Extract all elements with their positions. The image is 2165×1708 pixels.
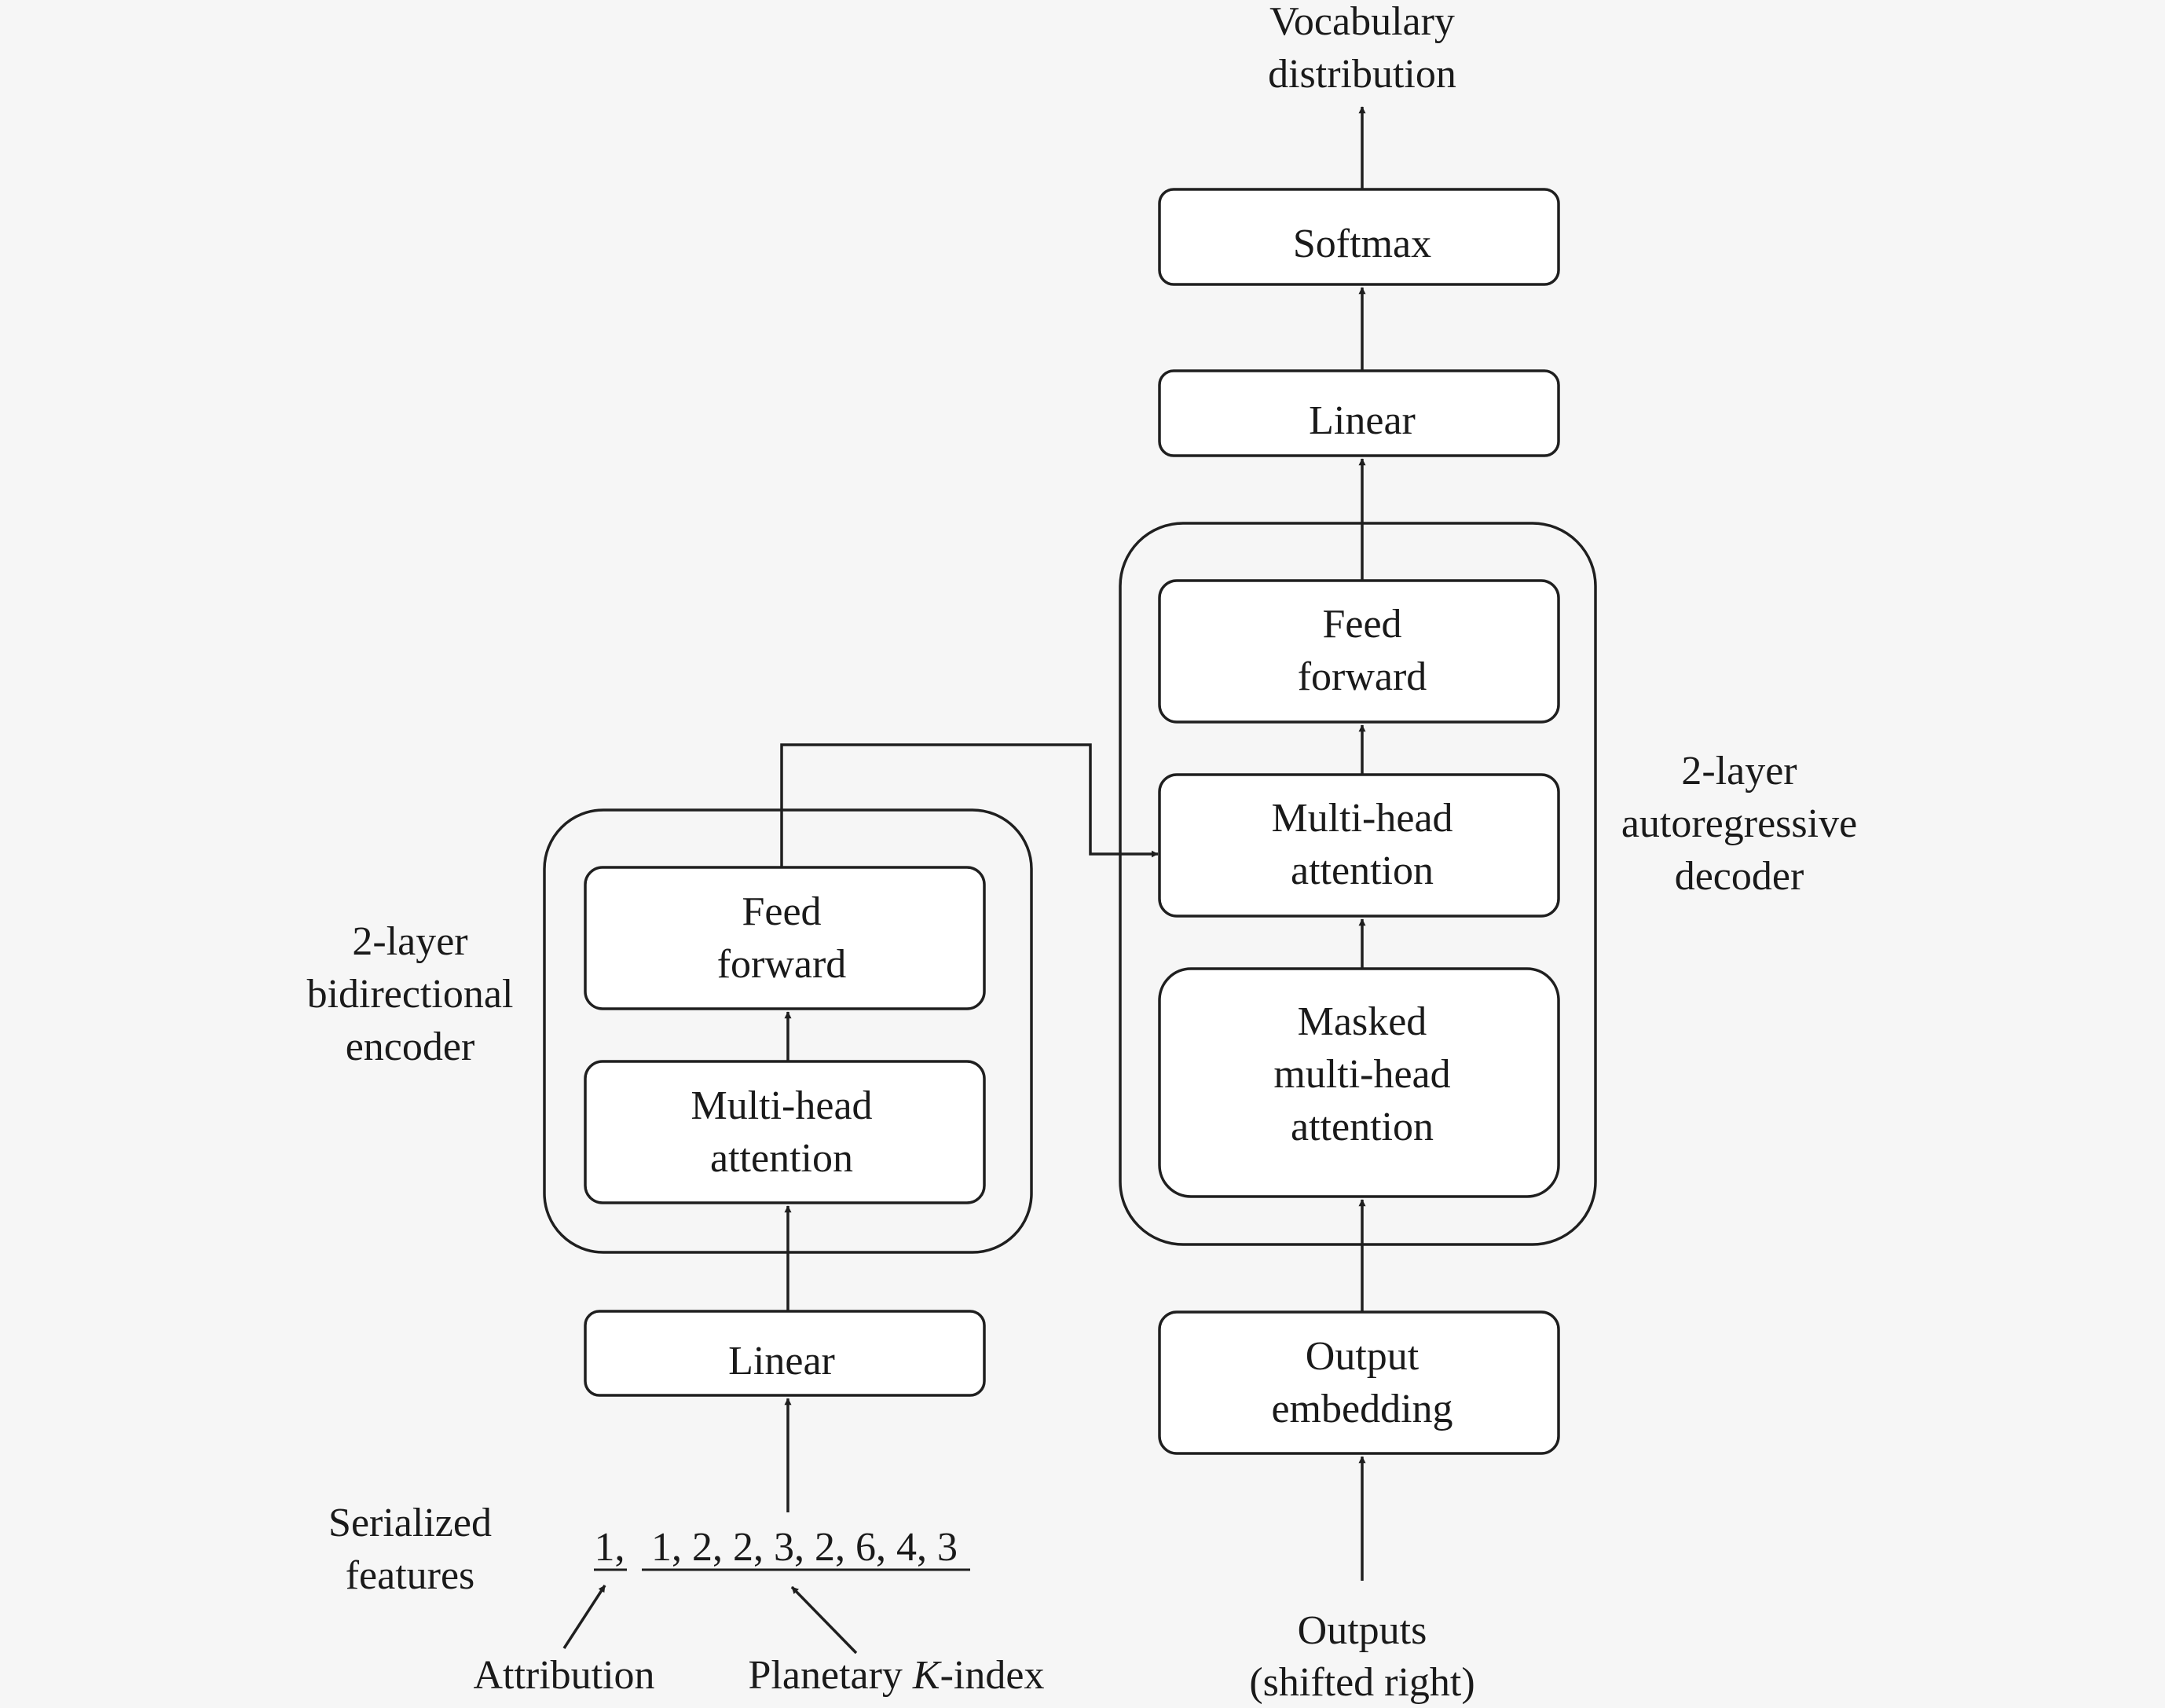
arrow-encoder-to-decoder-attention — [780, 743, 1159, 867]
kindex-values: 1, 2, 2, 3, 2, 6, 4, 3 — [651, 1525, 958, 1570]
decoder-masked-line1: Masked — [1298, 999, 1427, 1044]
encoder-label-line3: encoder — [346, 1024, 475, 1069]
decoder-linear-box — [1158, 369, 1560, 457]
decoder-multi-head-attention-box — [1158, 773, 1560, 918]
encoder-feed-forward-box — [584, 866, 986, 1010]
encoder-ff-line1: Feed — [742, 889, 821, 934]
decoder-output-emb-line1: Output — [1306, 1334, 1420, 1379]
kindex-label: Planetary K-index — [749, 1653, 1045, 1698]
decoder-feed-forward-box — [1158, 579, 1560, 724]
vocab-dist-line2: distribution — [1268, 52, 1456, 97]
kindex-label-prefix: Planetary — [749, 1653, 913, 1698]
encoder-label-line1: 2-layer — [352, 919, 467, 964]
decoder-mha-line2: attention — [1291, 849, 1434, 893]
encoder-multi-head-attention-box — [584, 1060, 986, 1204]
arrow-attribution-pointer — [562, 1585, 606, 1649]
encoder-linear-box — [584, 1310, 986, 1397]
decoder-masked-line2: multi-head — [1273, 1052, 1450, 1097]
encoder-mha-line2: attention — [710, 1136, 853, 1181]
vocab-dist-line1: Vocabulary — [1269, 0, 1455, 44]
decoder-ff-line2: forward — [1298, 654, 1427, 699]
outputs-line2: (shifted right) — [1249, 1660, 1474, 1705]
arrow-kindex-pointer — [790, 1585, 858, 1655]
decoder-linear-label: Linear — [1309, 398, 1416, 443]
outputs-line1: Outputs — [1298, 1608, 1427, 1653]
decoder-label-line1: 2-layer — [1681, 749, 1797, 794]
decoder-output-emb-line2: embedding — [1271, 1387, 1452, 1431]
decoder-label-line2: autoregressive — [1621, 801, 1857, 846]
decoder-masked-line3: attention — [1291, 1105, 1434, 1149]
encoder-linear-label: Linear — [728, 1339, 835, 1384]
kindex-label-suffix: -index — [940, 1653, 1045, 1698]
serialized-line1: Serialized — [328, 1501, 492, 1545]
attribution-label: Attribution — [473, 1653, 654, 1698]
encoder-mha-line1: Multi-head — [691, 1083, 872, 1128]
attribution-value: 1, — [595, 1525, 625, 1570]
decoder-ff-line1: Feed — [1322, 602, 1401, 647]
encoder-ff-line2: forward — [717, 942, 847, 987]
encoder-label-line2: bidirectional — [307, 972, 514, 1017]
softmax-box — [1158, 188, 1560, 286]
decoder-label-line3: decoder — [1675, 854, 1804, 899]
kindex-label-k: K — [912, 1653, 942, 1698]
serialized-line2: features — [346, 1553, 475, 1598]
decoder-group — [1119, 522, 1597, 1246]
decoder-masked-attention-box — [1158, 967, 1560, 1198]
decoder-mha-line1: Multi-head — [1271, 796, 1452, 841]
softmax-label: Softmax — [1293, 222, 1431, 266]
decoder-output-embedding-box — [1158, 1310, 1560, 1455]
